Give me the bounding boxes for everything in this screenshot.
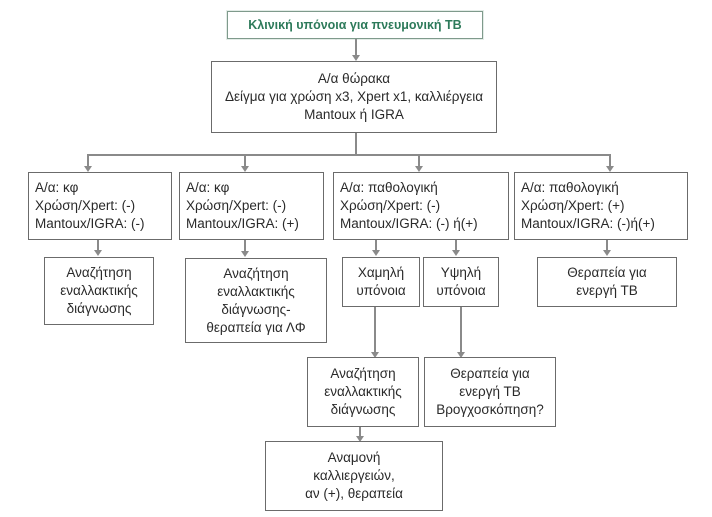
outcome-line: Αναμονή <box>327 450 381 465</box>
connector <box>87 154 89 166</box>
arrow-icon <box>356 436 364 442</box>
outcome-line: καλλιεργειών, <box>313 468 395 483</box>
branch-line: Α/α: παθολογική <box>521 180 619 195</box>
chest-xray-tests-box: Α/α θώρακα Δείγμα για χρώση x3, Xpert x1… <box>211 61 497 133</box>
outcome-line: Χαμηλή <box>357 265 405 280</box>
outcome-line: αν (+), θεραπεία <box>305 486 403 501</box>
connector <box>418 154 420 166</box>
outcome-line: υπόνοια <box>356 283 406 298</box>
treat-active-tb-box: Θεραπεία για ενεργή ΤΒ <box>537 257 677 307</box>
arrow-icon <box>606 166 614 172</box>
treat-active-bronchoscopy-box: Θεραπεία για ενεργή ΤΒ Βρογχοσκόπηση? <box>424 357 556 427</box>
arrow-icon <box>241 166 249 172</box>
low-suspicion-box: Χαμηλή υπόνοια <box>342 257 420 307</box>
branch-line: Χρώση/Xpert: (+) <box>521 198 625 213</box>
branch-line: Mantoux/IGRA: (+) <box>186 216 299 231</box>
connector <box>455 240 457 250</box>
arrow-icon <box>415 166 423 172</box>
branch-line: Χρώση/Xpert: (-) <box>35 198 136 213</box>
await-cultures-box: Αναμονή καλλιεργειών, αν (+), θεραπεία <box>265 441 443 511</box>
branch-box-normal-pos: Α/α: κφ Χρώση/Xpert: (-) Mantoux/IGRA: (… <box>179 172 324 240</box>
high-suspicion-box: Υψηλή υπόνοια <box>423 257 499 307</box>
outcome-line: Αναζήτηση <box>330 366 396 381</box>
outcome-line: Υψηλή <box>440 265 482 280</box>
arrow-icon <box>241 251 249 257</box>
arrow-icon <box>457 352 465 358</box>
step1-line: Α/α θώρακα <box>317 71 391 86</box>
alt-diagnosis-box: Αναζήτηση εναλλακτικής διάγνωσης <box>44 257 154 325</box>
connector <box>355 39 357 55</box>
branch-box-normal-neg: Α/α: κφ Χρώση/Xpert: (-) Mantoux/IGRA: (… <box>28 172 172 240</box>
branch-line: Mantoux/IGRA: (-) ή(+) <box>340 216 478 231</box>
title-box: Κλινική υπόνοια για πνευμονική ΤΒ <box>227 11 483 39</box>
connector <box>609 154 611 166</box>
outcome-line: Θεραπεία για <box>450 366 530 381</box>
connector <box>606 240 608 250</box>
branch-box-abnormal-smear-neg: Α/α: παθολογική Χρώση/Xpert: (-) Mantoux… <box>333 172 509 240</box>
outcome-line: υπόνοια <box>436 283 486 298</box>
outcome-line: Θεραπεία για <box>567 265 647 280</box>
branch-box-abnormal-smear-pos: Α/α: παθολογική Χρώση/Xpert: (+) Mantoux… <box>514 172 688 240</box>
outcome-line: διάγνωσης- <box>221 301 291 317</box>
connector <box>87 154 610 156</box>
arrow-icon <box>372 250 380 256</box>
arrow-icon <box>94 250 102 256</box>
outcome-line: ενεργή ΤΒ <box>576 283 638 298</box>
outcome-line: Βρογχοσκόπηση? <box>436 402 544 417</box>
arrow-icon <box>452 250 460 256</box>
step1-line: Δείγμα για χρώση x3, Xpert x1, καλλιέργε… <box>224 89 484 104</box>
connector <box>244 240 246 251</box>
connector <box>97 240 99 250</box>
connector <box>359 427 361 437</box>
branch-line: Χρώση/Xpert: (-) <box>340 198 441 213</box>
branch-line: Mantoux/IGRA: (-) <box>35 216 145 231</box>
branch-line: Α/α: παθολογική <box>340 180 438 195</box>
alt-diagnosis-ltbi-box: Αναζήτηση εναλλακτικής διάγνωσης- θεραπε… <box>185 258 327 343</box>
connector <box>374 307 376 352</box>
branch-line: Χρώση/Xpert: (-) <box>186 198 287 213</box>
title-text: Κλινική υπόνοια για πνευμονική ΤΒ <box>248 18 462 32</box>
connector <box>460 307 462 352</box>
outcome-line: θεραπεία για ΛΦ <box>206 319 306 335</box>
outcome-line: εναλλακτικής <box>217 283 295 299</box>
outcome-line: Αναζήτηση <box>223 265 289 281</box>
step1-line: Mantoux ή IGRA <box>304 107 404 122</box>
connector <box>375 240 377 250</box>
branch-line: Mantoux/IGRA: (-)ή(+) <box>521 216 655 231</box>
alt-diagnosis-low-box: Αναζήτηση εναλλακτικής διάγνωσης <box>307 357 419 427</box>
connector <box>355 133 357 154</box>
outcome-line: διάγνωσης <box>330 402 396 417</box>
arrow-icon <box>84 166 92 172</box>
branch-line: Α/α: κφ <box>186 180 230 195</box>
outcome-line: διάγνωσης <box>66 301 132 316</box>
arrow-icon <box>352 55 360 61</box>
arrow-icon <box>371 352 379 358</box>
branch-line: Α/α: κφ <box>35 180 79 195</box>
outcome-line: Αναζήτηση <box>66 265 132 280</box>
outcome-line: εναλλακτικής <box>60 283 138 298</box>
outcome-line: ενεργή ΤΒ <box>459 384 521 399</box>
connector <box>244 154 246 166</box>
outcome-line: εναλλακτικής <box>324 384 402 399</box>
arrow-icon <box>603 250 611 256</box>
